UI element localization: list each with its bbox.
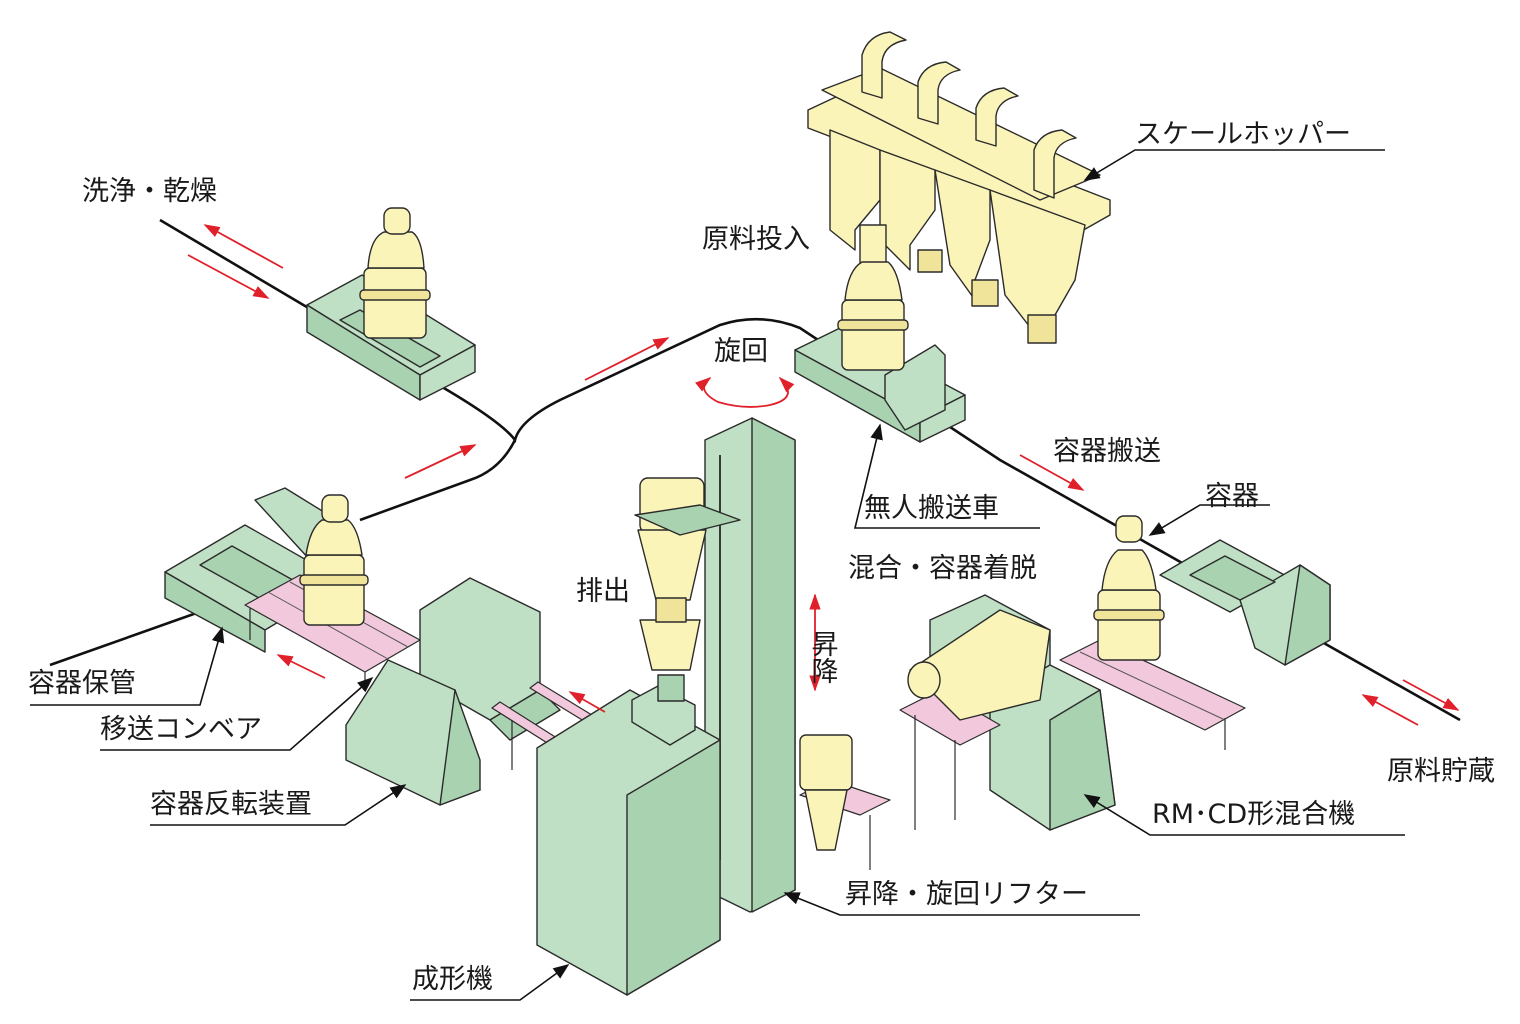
label-rm-cd-mixer: RM･CD形混合機 xyxy=(1152,799,1355,830)
container-inverter xyxy=(345,577,601,806)
label-mix-attach: 混合・容器着脱 xyxy=(848,553,1037,584)
leader-lines xyxy=(30,149,1405,1001)
label-transfer-conveyor: 移送コンベア xyxy=(100,714,262,745)
label-discharge: 排出 xyxy=(576,576,630,607)
container-discharge xyxy=(634,477,741,671)
label-wash-dry: 洗浄・乾燥 xyxy=(82,176,217,207)
direction-arrows xyxy=(187,224,1460,726)
molding-machine xyxy=(536,477,741,996)
label-material-storage: 原料貯蔵 xyxy=(1387,756,1495,787)
mixer-vessel xyxy=(907,609,1051,721)
arrow-storage-out xyxy=(1402,679,1460,711)
arrow-container-transport xyxy=(1019,454,1085,491)
arrow-storage-in xyxy=(1361,694,1419,726)
label-container-transport: 容器搬送 xyxy=(1053,436,1161,467)
label-scale-hopper: スケールホッパー xyxy=(1135,119,1351,150)
agv-material-input xyxy=(794,261,966,443)
lift-rotate-lifter xyxy=(704,417,891,913)
arrow-to-input xyxy=(584,337,670,381)
container-storage-right xyxy=(1093,515,1165,661)
arrow-inverter xyxy=(568,691,606,713)
arrow-wash-out xyxy=(187,254,270,299)
arrow-conveyor xyxy=(276,654,326,679)
arrow-from-storage xyxy=(404,444,477,479)
label-lifter: 昇降・旋回リフター xyxy=(845,879,1088,910)
rm-cd-mixer xyxy=(899,594,1246,831)
container-wash xyxy=(359,207,431,339)
wash-dry-station xyxy=(306,207,476,401)
label-rotation: 旋回 xyxy=(714,336,768,367)
label-container-inverter: 容器反転装置 xyxy=(150,789,312,820)
arrow-rotation xyxy=(695,376,795,408)
label-agv: 無人搬送車 xyxy=(864,493,999,524)
label-molding-machine: 成形機 xyxy=(412,964,493,995)
label-container: 容器 xyxy=(1205,481,1259,512)
scale-hopper xyxy=(807,31,1111,344)
labels: 洗浄・乾燥 スケールホッパー 原料投入 旋回 容器搬送 無人搬送車 容器 混合・… xyxy=(28,119,1495,995)
container-storage xyxy=(299,494,369,626)
agv-guide-rail xyxy=(49,218,1461,722)
container-storage-station xyxy=(164,487,421,690)
label-material-input: 原料投入 xyxy=(702,224,810,255)
arrow-wash-in xyxy=(203,224,284,269)
container-lifter-low xyxy=(799,734,853,851)
label-lift: 昇降 xyxy=(807,630,838,684)
label-container-storage: 容器保管 xyxy=(28,668,136,699)
container-material-input xyxy=(837,261,909,371)
material-storage-station xyxy=(1093,515,1331,666)
